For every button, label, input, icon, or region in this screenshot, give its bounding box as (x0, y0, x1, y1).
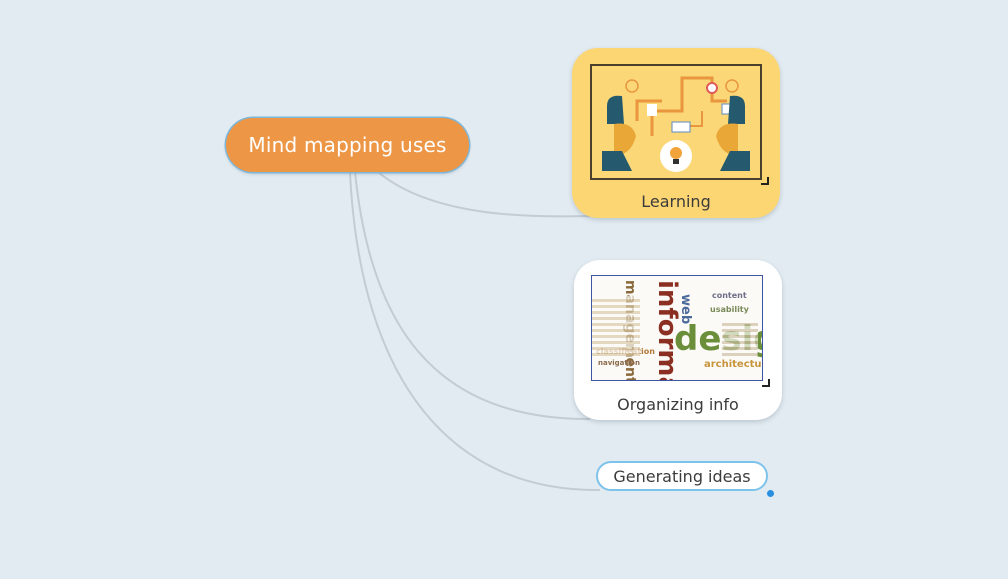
topic-label: Organizing info (617, 395, 739, 414)
root-topic[interactable]: Mind mapping uses (226, 118, 469, 172)
topic-label: Learning (641, 192, 711, 211)
image-resize-handle[interactable] (761, 177, 769, 185)
topic-label: Generating ideas (613, 466, 751, 486)
learning-illustration (590, 64, 762, 180)
word-cloud-image: information design management web archit… (591, 275, 763, 381)
connector-learning (377, 171, 591, 218)
root-topic-label: Mind mapping uses (248, 133, 447, 157)
connector-generating (349, 171, 601, 492)
topic-organizing-info[interactable]: information design management web archit… (574, 260, 782, 420)
selection-resize-handle[interactable] (767, 490, 774, 497)
topic-learning[interactable]: Learning (572, 48, 780, 218)
connector-organizing (354, 171, 591, 421)
topic-generating-ideas[interactable]: Generating ideas (596, 461, 768, 491)
image-resize-handle[interactable] (762, 379, 770, 387)
